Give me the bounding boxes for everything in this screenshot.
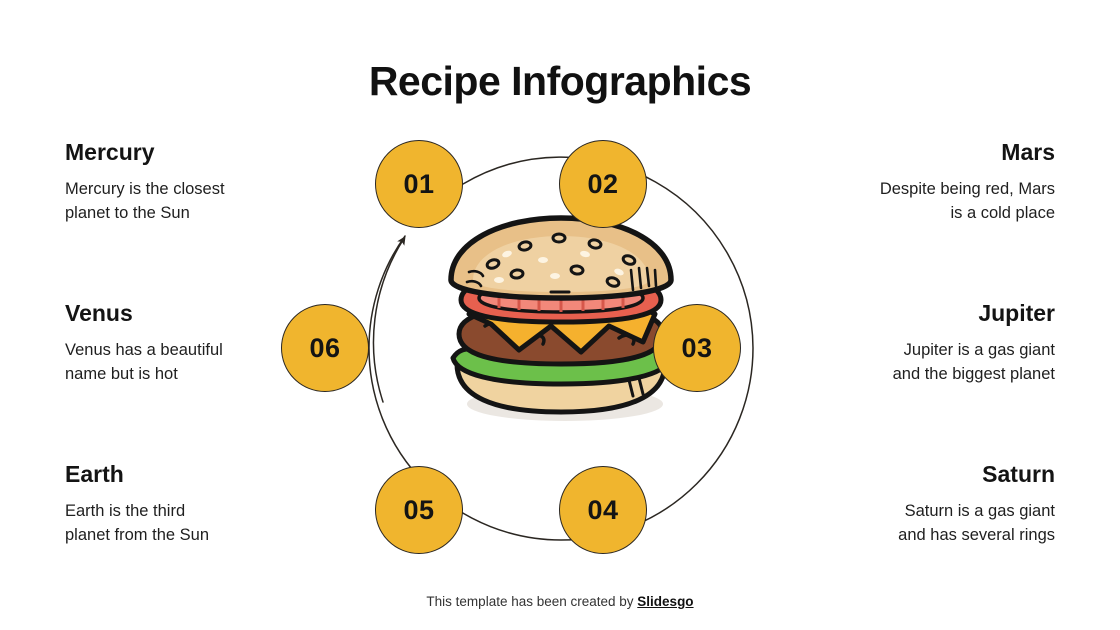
circular-process-diagram: 01 02 03 04 05 06: [281, 92, 817, 604]
info-body: Venus has a beautiful name but is hot: [65, 341, 223, 383]
info-body: Despite being red, Mars is a cold place: [879, 180, 1055, 222]
process-node-01[interactable]: 01: [375, 140, 463, 228]
info-block-mercury: Mercury Mercury is the closest planet to…: [65, 139, 315, 225]
info-heading: Mercury: [65, 139, 155, 165]
process-node-04[interactable]: 04: [559, 466, 647, 554]
info-body: Jupiter is a gas giant and the biggest p…: [892, 341, 1055, 383]
info-block-venus: Venus Venus has a beautiful name but is …: [65, 300, 315, 386]
info-block-mars: Mars Despite being red, Mars is a cold p…: [805, 139, 1055, 225]
slidesgo-link[interactable]: Slidesgo: [637, 594, 694, 609]
process-node-05[interactable]: 05: [375, 466, 463, 554]
info-body: Earth is the third planet from the Sun: [65, 502, 210, 544]
footer-credit: This template has been created by Slides…: [0, 594, 1120, 609]
process-node-02[interactable]: 02: [559, 140, 647, 228]
page-title: Recipe Infographics: [368, 58, 752, 104]
process-node-06[interactable]: 06: [281, 304, 369, 392]
info-body: Saturn is a gas giant and has several ri…: [898, 502, 1055, 544]
info-block-earth: Earth Earth is the third planet from the…: [65, 461, 315, 547]
info-heading: Mars: [1001, 139, 1055, 165]
footer-credit-text: This template has been created by: [426, 594, 638, 609]
hamburger-illustration: [448, 215, 674, 421]
process-node-03[interactable]: 03: [653, 304, 741, 392]
info-heading: Saturn: [982, 461, 1055, 487]
info-block-jupiter: Jupiter Jupiter is a gas giant and the b…: [805, 300, 1055, 386]
info-heading: Earth: [65, 461, 124, 487]
info-body: Mercury is the closest planet to the Sun: [65, 180, 225, 222]
info-heading: Venus: [65, 300, 133, 326]
info-heading: Jupiter: [978, 300, 1055, 326]
process-ring-path: [368, 156, 754, 541]
info-block-saturn: Saturn Saturn is a gas giant and has sev…: [805, 461, 1055, 547]
